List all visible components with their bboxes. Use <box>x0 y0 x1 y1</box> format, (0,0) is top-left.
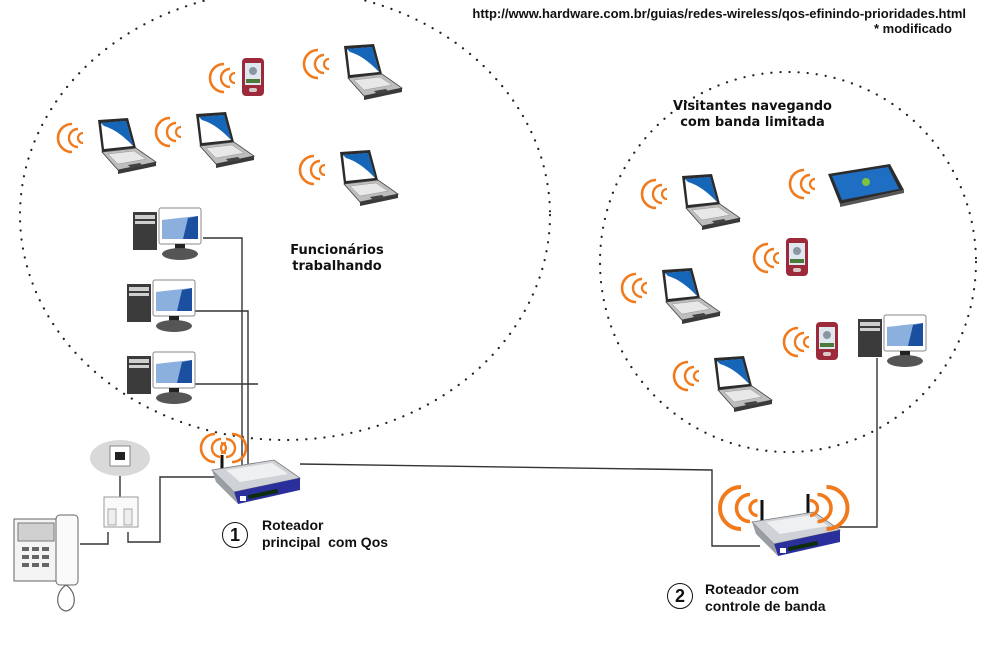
devices-layer <box>56 43 927 557</box>
wireless-signal-icon <box>782 326 811 358</box>
router-2-signal-left-icon <box>718 485 760 531</box>
zone-boundary-employees <box>18 0 552 442</box>
desktop-icon <box>857 314 927 368</box>
router-2-label-line2: controle de banda <box>705 598 826 614</box>
router-1-label-line2: principal com Qos <box>262 534 389 550</box>
cable-router1-router2 <box>299 463 760 547</box>
zone-label-employees: Funcionários trabalhando <box>277 243 397 275</box>
laptop-icon <box>713 355 773 413</box>
wireless-signal-icon <box>788 168 817 200</box>
router-1-label: Roteador principal com Qos <box>262 517 388 551</box>
cable-router2-desktop <box>836 358 878 528</box>
wall-jack <box>90 440 150 476</box>
source-url: http://www.hardware.com.br/guias/redes-w… <box>472 6 966 21</box>
laptop-icon <box>195 111 255 169</box>
router-1-label-line1: Roteador <box>262 517 324 533</box>
wireless-signal-icon <box>208 62 237 94</box>
wireless-signal-icon <box>620 272 649 304</box>
phone-icon <box>786 238 808 276</box>
wireless-signal-icon <box>640 178 669 210</box>
source-note: * modificado <box>873 21 952 36</box>
phone-icon <box>242 58 264 96</box>
wireless-signal-icon <box>302 48 331 80</box>
laptop-icon <box>339 149 399 207</box>
zone-label-employees-line1: Funcionários <box>290 243 384 258</box>
laptop-icon <box>97 117 157 175</box>
telephone <box>13 514 79 612</box>
phone-icon <box>816 322 838 360</box>
wireless-signal-icon <box>298 154 327 186</box>
tablet-icon <box>828 164 904 207</box>
wireless-signal-icon <box>154 116 183 148</box>
router-1-icon <box>211 459 301 505</box>
zone-label-visitors-line1: Visitantes navegando <box>673 99 832 114</box>
zone-label-employees-line2: trabalhando <box>292 259 382 274</box>
desktop-icon <box>126 351 196 405</box>
desktop-icon <box>126 279 196 333</box>
cables <box>80 237 878 547</box>
router-1-number-badge: 1 <box>222 522 248 548</box>
cable-desktop-1 <box>203 237 243 470</box>
zone-label-visitors: Visitantes navegando com banda limitada <box>660 99 845 131</box>
router-2-label-line1: Roteador com <box>705 581 800 597</box>
desktop-icon <box>132 207 202 261</box>
splitter <box>103 496 139 528</box>
wireless-signal-icon <box>672 360 701 392</box>
zone-boundary-visitors <box>598 70 978 454</box>
router-2-number-badge: 2 <box>667 583 693 609</box>
wireless-signal-icon <box>752 242 781 274</box>
cable-desktop-2 <box>190 310 249 470</box>
laptop-icon <box>681 173 741 231</box>
router-2-label: Roteador com controle de banda <box>705 581 826 615</box>
cable-phone-splitter <box>80 532 109 545</box>
laptop-icon <box>343 43 403 101</box>
laptop-icon <box>661 267 721 325</box>
cable-splitter-router1 <box>137 476 222 543</box>
wireless-signal-icon <box>56 122 85 154</box>
zone-label-visitors-line2: com banda limitada <box>680 115 825 130</box>
